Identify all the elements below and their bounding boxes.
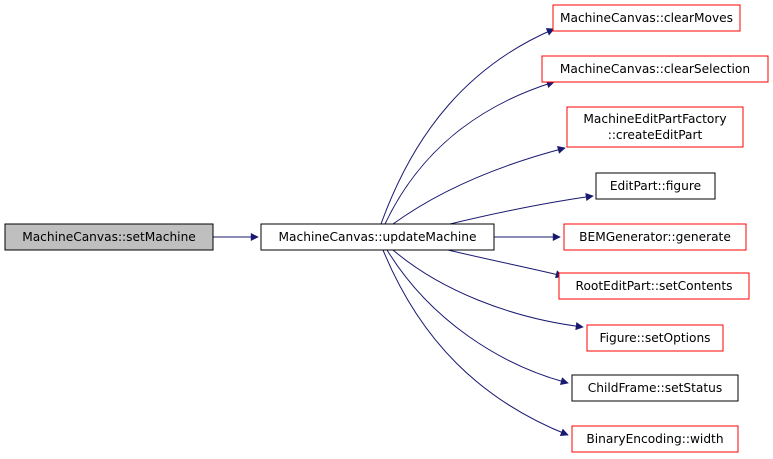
edge-to-edit-part-figure (449, 193, 594, 225)
node-bem-generator-generate[interactable]: BEMGenerator::generate (563, 223, 747, 251)
node-binary-encoding-width-label: BinaryEncoding::width (586, 432, 723, 446)
node-figure-set-options[interactable]: Figure::setOptions (586, 324, 724, 352)
node-edit-part-figure[interactable]: EditPart::figure (595, 172, 716, 200)
node-binary-encoding-width[interactable]: BinaryEncoding::width (571, 425, 739, 453)
node-clear-selection[interactable]: MachineCanvas::clearSelection (541, 55, 769, 83)
node-clear-selection-label: MachineCanvas::clearSelection (560, 62, 750, 76)
edge-to-binary-encoding (382, 249, 569, 437)
node-update-machine[interactable]: MachineCanvas::updateMachine (260, 223, 495, 251)
node-set-machine[interactable]: MachineCanvas::setMachine (4, 223, 214, 251)
edge-to-figure-set-options (392, 249, 584, 331)
edge-to-clear-selection (384, 80, 555, 225)
node-clear-moves-label: MachineCanvas::clearMoves (560, 11, 733, 25)
node-clear-moves[interactable]: MachineCanvas::clearMoves (552, 4, 741, 32)
node-child-frame-set-status-label: ChildFrame::setStatus (588, 381, 722, 395)
node-create-edit-part-label-line2: ::createEditPart (608, 128, 703, 142)
edge-to-clear-moves (380, 28, 555, 225)
node-root-edit-part-set-contents[interactable]: RootEditPart::setContents (558, 272, 750, 300)
edge-to-create-edit-part (392, 145, 566, 225)
node-figure-set-options-label: Figure::setOptions (599, 331, 710, 345)
node-set-machine-label: MachineCanvas::setMachine (22, 230, 196, 244)
node-create-edit-part-label-line1: MachineEditPartFactory (583, 112, 726, 126)
node-root-edit-part-set-contents-label: RootEditPart::setContents (576, 279, 733, 293)
node-edit-part-figure-label: EditPart::figure (610, 179, 701, 193)
node-child-frame-set-status[interactable]: ChildFrame::setStatus (571, 374, 739, 402)
edge-to-root-edit-part (447, 249, 564, 279)
edges (213, 28, 594, 437)
edge-to-child-frame (386, 249, 569, 386)
node-create-edit-part[interactable]: MachineEditPartFactory ::createEditPart (566, 106, 744, 148)
node-bem-generator-generate-label: BEMGenerator::generate (579, 230, 731, 244)
node-update-machine-label: MachineCanvas::updateMachine (279, 230, 477, 244)
